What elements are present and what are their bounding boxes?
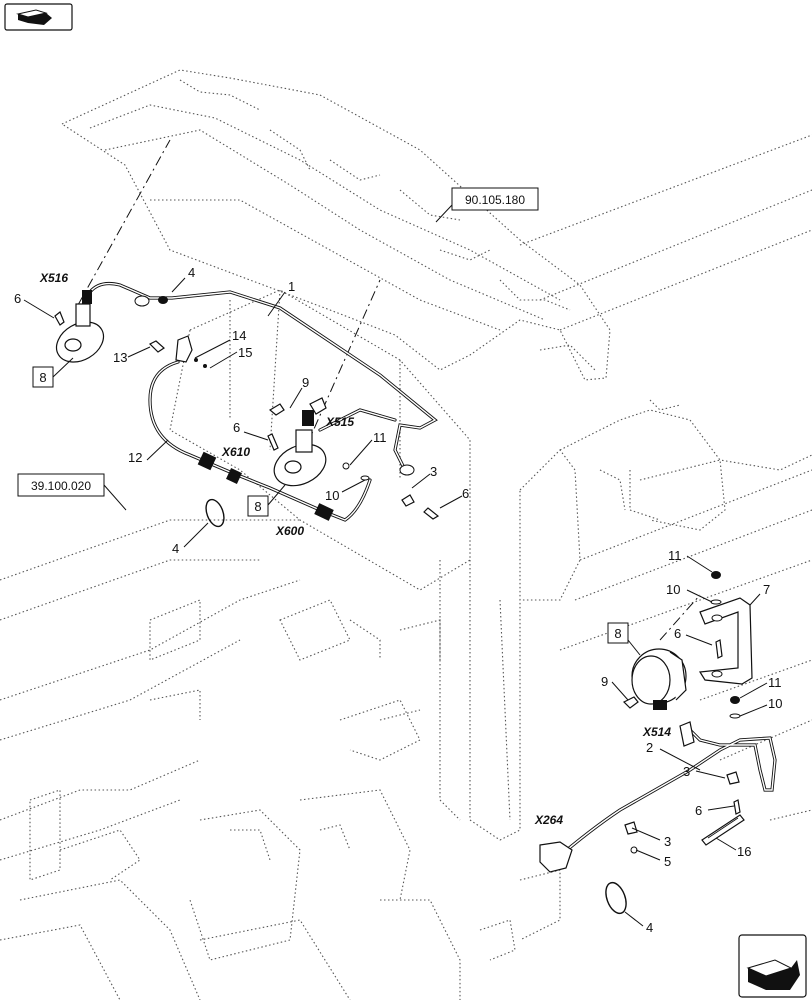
back-arrow-icon (16, 9, 52, 25)
harness-upper (88, 281, 438, 472)
work-lamp-x514 (631, 648, 687, 710)
machine-frame-outline (0, 69, 812, 1000)
callout-11-upper: 11 (373, 430, 387, 445)
callout-16: 16 (737, 844, 751, 859)
connector-label-x516: X516 (39, 271, 68, 285)
callout-4-lower: 4 (646, 920, 653, 935)
reference-label-top: 90.105.180 (465, 193, 525, 207)
hardware-bolts (54, 295, 741, 854)
reference-label-left: 39.100.020 (31, 479, 91, 493)
callout-2: 2 (646, 740, 653, 755)
callout-13: 13 (113, 350, 127, 365)
callout-8-middle: 8 (254, 499, 261, 514)
callout-9-upper: 9 (302, 375, 309, 390)
connector-label-x610: X610 (221, 445, 250, 459)
callout-1: 1 (288, 279, 295, 294)
leader-ref-left (103, 484, 127, 511)
assembly-lines (77, 139, 701, 641)
callout-3-middle: 3 (683, 764, 690, 779)
callout-11-lower: 11 (768, 675, 782, 690)
callout-4-middle: 4 (172, 541, 179, 556)
reference-box-left[interactable]: 39.100.020 (17, 473, 105, 497)
leader-8-upper (52, 357, 74, 378)
callout-8-lower: 8 (614, 626, 621, 641)
callout-6-x516: 6 (14, 291, 21, 306)
forward-arrow-icon (746, 959, 800, 990)
harness-connectors (197, 451, 695, 873)
leader-ref-top (435, 204, 453, 223)
lamp-bracket (698, 597, 753, 685)
callout-7: 7 (763, 582, 770, 597)
callout-9-lower: 9 (601, 674, 608, 689)
callout-box-8-upper: 8 (32, 366, 54, 388)
callout-10-bracket: 10 (666, 582, 680, 597)
callout-15: 15 (238, 345, 252, 360)
harness-loop (148, 360, 372, 522)
callout-6-lower: 6 (695, 803, 702, 818)
callout-5: 5 (664, 854, 671, 869)
callout-4-upper: 4 (188, 265, 195, 280)
callout-3-upper: 3 (430, 464, 437, 479)
callout-box-8-middle: 8 (247, 495, 269, 517)
nav-next-button[interactable] (738, 934, 807, 998)
callout-10-lower: 10 (768, 696, 782, 711)
callout-numbers: 1 4 6 14 13 15 9 6 11 10 3 6 12 4 11 10 … (14, 265, 782, 935)
callout-box-8-lower: 8 (607, 622, 629, 644)
cable-ties (205, 498, 627, 915)
connector-label-x515: X515 (325, 415, 354, 429)
leader-8-middle (267, 484, 286, 506)
connector-label-x264: X264 (534, 813, 563, 827)
callout-8-upper: 8 (39, 370, 46, 385)
callout-leaders (23, 277, 768, 927)
callout-10-upper: 10 (325, 488, 339, 503)
callout-11-bracket: 11 (668, 548, 682, 563)
callout-6-bracket: 6 (674, 626, 681, 641)
protective-sleeve (701, 814, 745, 846)
nav-prev-button[interactable] (4, 3, 73, 31)
connector-label-x600: X600 (275, 524, 304, 538)
connector-label-x514: X514 (642, 725, 671, 739)
callout-6-x515: 6 (233, 420, 240, 435)
callout-14: 14 (232, 328, 246, 343)
callout-3-lower: 3 (664, 834, 671, 849)
callout-6-right: 6 (462, 486, 469, 501)
harness-lower (553, 727, 777, 862)
leader-8-lower (627, 639, 641, 656)
work-lamp-x516 (55, 290, 105, 363)
callout-12: 12 (128, 450, 142, 465)
work-lamp-x515 (273, 397, 327, 487)
reference-box-top[interactable]: 90.105.180 (451, 187, 539, 211)
